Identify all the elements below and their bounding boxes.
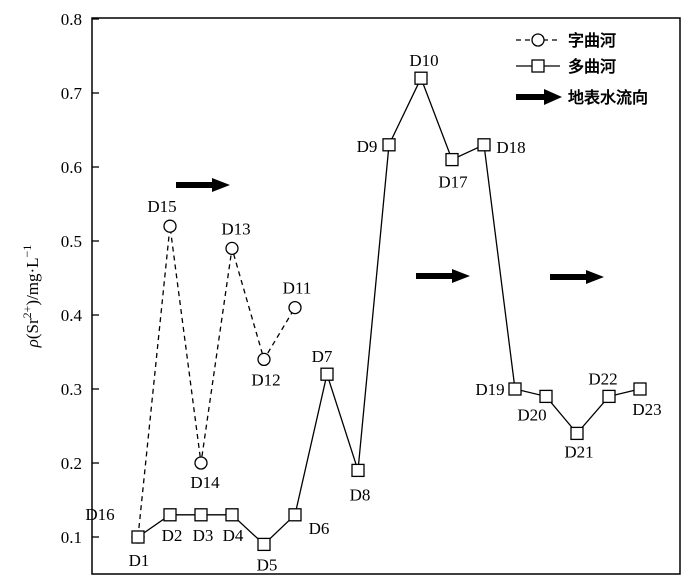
point-label-D20: D20 [517,405,546,424]
point-marker-D10 [414,71,428,85]
point-marker-D11 [288,300,302,315]
point-marker-D19 [508,382,522,396]
point-marker-D22 [602,389,616,404]
y-tick-label: 0.4 [61,306,83,325]
y-tick-label: 0.5 [61,232,82,251]
series-markers [131,71,647,552]
legend-duoqu-label: 多曲河 [568,57,616,76]
point-label-D3: D3 [193,526,214,545]
point-marker-D23 [633,382,647,396]
point-marker-D7 [320,367,334,381]
point-label-D22: D22 [588,369,617,388]
point-label-D1: D1 [129,551,150,570]
y-tick-label: 0.3 [61,380,82,399]
point-label-D18: D18 [496,138,525,157]
point-label-D4: D4 [223,526,244,545]
y-tick-label: 0.6 [61,158,82,177]
legend-flow-arrow-icon [516,89,562,105]
legend-flow-label: 地表水流向 [568,88,648,107]
point-label-D15: D15 [147,197,176,216]
series-line-0 [137,226,296,538]
y-tick-label: 0.2 [61,454,82,473]
point-label-D14: D14 [190,473,220,492]
point-label-D17: D17 [438,173,468,192]
plot-frame [91,17,681,575]
point-label-D2: D2 [162,526,183,545]
point-label-D19: D19 [475,380,504,399]
point-marker-D13 [225,241,239,256]
point-label-D12: D12 [251,370,280,389]
flow-arrow-icon [176,178,230,192]
point-label-D21: D21 [564,442,593,461]
legend-zimu-marker [531,33,545,47]
legend: 字曲河 多曲河 地表水流向 [516,31,648,107]
point-label-D9: D9 [357,137,378,156]
legend-duoqu-marker [531,59,545,73]
point-label-D5: D5 [257,555,278,574]
legend-zimu-label: 字曲河 [568,31,616,50]
point-label-D6: D6 [309,519,330,538]
point-marker-D18 [477,138,491,152]
point-label-D23: D23 [632,400,661,419]
point-marker-D15 [163,219,177,233]
y-axis: 0.1 0.2 0.3 0.4 0.5 0.6 0.7 0.8 [61,10,99,547]
point-label-D8: D8 [350,485,371,504]
point-label-D7: D7 [312,347,333,366]
point-marker-D12 [257,352,271,367]
flow-arrows [176,178,604,284]
point-marker-D4 [225,508,239,522]
point-marker-D14 [194,456,208,470]
point-label-D13: D13 [221,219,250,238]
point-marker-D21 [570,426,584,441]
point-label-D16: D16 [85,505,114,524]
flow-arrow-icon [550,270,604,284]
point-marker-D3 [194,508,208,522]
point-marker-D20 [539,389,553,404]
point-marker-D9 [382,138,396,152]
point-label-D11: D11 [283,279,312,298]
y-axis-label: ρ(Sr2+)/mg·L−1 [20,245,42,349]
y-tick-label: 0.8 [61,10,82,29]
point-marker-D5 [257,537,271,552]
flow-arrow-icon [416,269,470,283]
point-label-D10: D10 [409,51,438,70]
point-marker-D1 [131,530,145,544]
point-marker-D17 [445,152,459,167]
point-marker-D2 [163,508,177,522]
point-marker-D8 [351,463,365,478]
y-tick-label: 0.1 [61,528,82,547]
y-tick-label: 0.7 [61,84,83,103]
point-marker-D6 [288,508,302,522]
